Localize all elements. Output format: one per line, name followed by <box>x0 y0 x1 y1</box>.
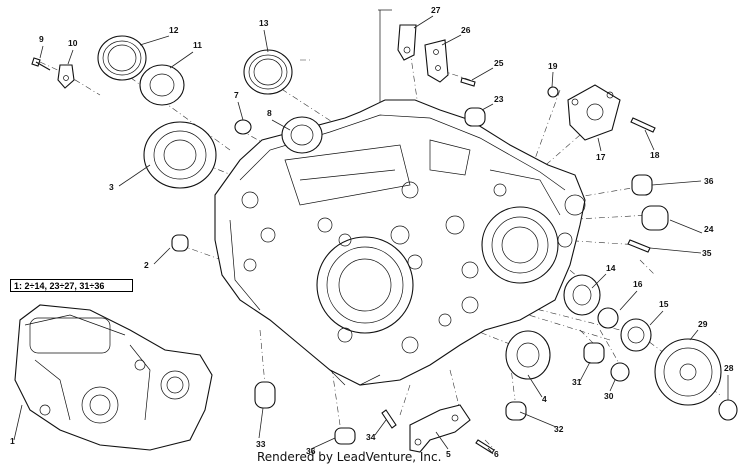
part-5-bracket <box>409 404 471 453</box>
callout-17: 17 <box>596 152 606 162</box>
part-23-dowel <box>464 107 486 127</box>
callout-36-bottom: 36 <box>306 446 316 456</box>
callout-29: 29 <box>698 319 708 329</box>
engine-assembly-thumbnail <box>14 304 213 451</box>
callout-7: 7 <box>234 90 239 100</box>
part-3-bearing <box>143 121 217 189</box>
part-27-plate <box>397 24 417 61</box>
callout-11: 11 <box>193 40 202 50</box>
part-36-dowel-bottom <box>334 427 356 445</box>
part-11-seal <box>139 64 185 106</box>
callout-23: 23 <box>494 94 504 104</box>
part-4-seal <box>505 330 551 380</box>
part-29-sprocket <box>654 338 722 406</box>
part-10-clip <box>57 64 75 89</box>
render-credit: Rendered by LeadVenture, Inc. <box>257 450 442 464</box>
part-24-bushing <box>641 205 669 231</box>
callout-14: 14 <box>606 263 616 273</box>
callout-32: 32 <box>554 424 564 434</box>
callout-24: 24 <box>704 224 714 234</box>
callout-36-top: 36 <box>704 176 714 186</box>
part-7-dowel <box>234 119 252 135</box>
callout-4: 4 <box>542 394 547 404</box>
part-15-bearing <box>620 318 652 352</box>
part-14-seal <box>563 274 601 316</box>
part-19-clip <box>547 86 559 98</box>
callout-33: 33 <box>256 439 266 449</box>
part-31-sleeve <box>583 342 605 364</box>
callout-25: 25 <box>494 58 504 68</box>
callout-19: 19 <box>548 61 558 71</box>
callout-16: 16 <box>633 279 643 289</box>
callout-2: 2 <box>144 260 149 270</box>
crankcase-half <box>214 99 586 386</box>
part-25-bolt <box>460 77 476 87</box>
callout-26: 26 <box>461 25 471 35</box>
part-2-dowel <box>171 234 189 252</box>
part-17-pump-cover <box>567 84 621 141</box>
callout-13: 13 <box>259 18 269 28</box>
leader-lines <box>13 15 729 455</box>
callout-10: 10 <box>68 38 78 48</box>
callout-3: 3 <box>109 182 114 192</box>
grouping-note: 1: 2÷14, 23÷27, 31÷36 <box>10 279 133 292</box>
callout-9: 9 <box>39 34 44 44</box>
callout-18: 18 <box>650 150 660 160</box>
callout-12: 12 <box>169 25 179 35</box>
part-28-circlip <box>718 399 738 421</box>
part-13-bearing <box>243 49 293 95</box>
callout-labels: 1 2 3 4 5 6 7 8 9 10 11 12 13 14 15 16 1… <box>10 5 734 459</box>
callout-6: 6 <box>494 449 499 459</box>
callout-15: 15 <box>659 299 669 309</box>
part-30-washer <box>610 362 630 382</box>
part-12-bearing <box>97 35 147 81</box>
part-26-bracket <box>424 39 449 83</box>
callout-34: 34 <box>366 432 376 442</box>
part-18-bolt <box>630 117 656 133</box>
part-16-washer <box>597 307 619 329</box>
callout-30: 30 <box>604 391 614 401</box>
callout-1: 1 <box>10 436 15 446</box>
part-32-dowel <box>505 401 527 421</box>
part-35-bolt <box>627 239 651 253</box>
part-36-dowel-top <box>631 174 653 196</box>
callout-8: 8 <box>267 108 272 118</box>
callout-5: 5 <box>446 449 451 459</box>
part-9-bolt <box>31 57 51 71</box>
part-8-bearing <box>281 116 323 154</box>
callout-35: 35 <box>702 248 712 258</box>
callout-31: 31 <box>572 377 582 387</box>
callout-27: 27 <box>431 5 441 15</box>
part-33-dowel <box>254 381 276 409</box>
callout-28: 28 <box>724 363 734 373</box>
part-34-bolt <box>381 409 397 429</box>
